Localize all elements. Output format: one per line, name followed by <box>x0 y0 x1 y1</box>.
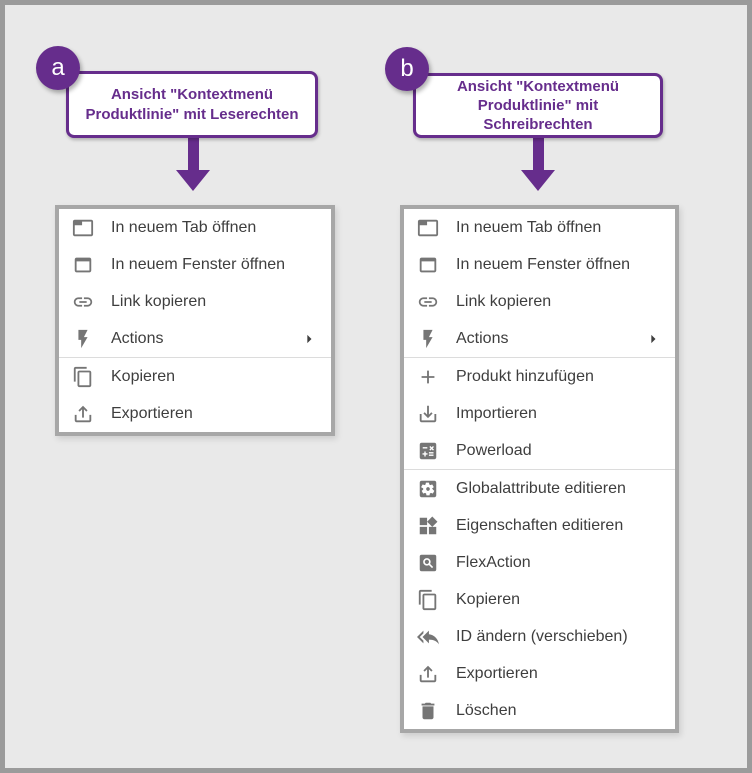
search-box-icon <box>417 552 439 574</box>
menu-item-label: Exportieren <box>456 664 538 682</box>
move-icon <box>417 626 439 648</box>
menu-item-label: Löschen <box>456 701 517 719</box>
menu-item-in-neuem-tab-ffnen[interactable]: In neuem Tab öffnen <box>59 209 331 246</box>
context-menu-write-permissions: In neuem Tab öffnen In neuem Fenster öff… <box>400 205 679 733</box>
menu-divider <box>404 469 675 470</box>
export-icon <box>72 403 94 425</box>
menu-item-exportieren[interactable]: Exportieren <box>404 655 675 692</box>
menu-item-id-ndern-verschieben[interactable]: ID ändern (verschieben) <box>404 618 675 655</box>
menu-item-label: Importieren <box>456 404 537 422</box>
menu-item-in-neuem-fenster-ffnen[interactable]: In neuem Fenster öffnen <box>404 246 675 283</box>
menu-item-actions[interactable]: Actions <box>59 320 331 357</box>
tab-icon <box>417 217 439 239</box>
callout-a-line-2: Produktlinie" mit Leserechten <box>85 105 299 123</box>
settings-icon <box>417 478 439 500</box>
menu-item-in-neuem-fenster-ffnen[interactable]: In neuem Fenster öffnen <box>59 246 331 283</box>
menu-divider <box>59 357 331 358</box>
callout-b-line-1: Ansicht "Kontextmenü <box>456 78 620 95</box>
copy-icon <box>417 589 439 611</box>
menu-item-l-schen[interactable]: Löschen <box>404 692 675 729</box>
callout-b-badge: b <box>385 47 429 91</box>
callout-a-box: Ansicht "Kontextmenü Produktlinie" mit L… <box>66 71 318 138</box>
menu-item-label: Produkt hinzufügen <box>456 367 594 385</box>
menu-item-label: In neuem Fenster öffnen <box>111 255 286 273</box>
callout-a-arrow-head <box>176 170 210 191</box>
menu-item-globalattribute-editieren[interactable]: Globalattribute editieren <box>404 470 675 507</box>
callout-b-box: Ansicht "Kontextmenü Produktlinie" mit S… <box>413 73 663 138</box>
callout-b-arrow-shaft <box>533 137 544 171</box>
menu-item-label: FlexAction <box>456 553 531 571</box>
menu-item-kopieren[interactable]: Kopieren <box>404 581 675 618</box>
menu-item-label: Exportieren <box>111 404 193 422</box>
submenu-arrow-icon <box>643 329 663 349</box>
menu-item-label: Link kopieren <box>456 292 552 310</box>
callout-b-line-2: Produktlinie" mit <box>477 97 599 114</box>
menu-item-label: Actions <box>456 329 509 347</box>
link-icon <box>417 291 439 313</box>
plus-icon <box>417 366 439 388</box>
menu-item-label: Kopieren <box>456 590 521 608</box>
menu-item-actions[interactable]: Actions <box>404 320 675 357</box>
menu-item-eigenschaften-editieren[interactable]: Eigenschaften editieren <box>404 507 675 544</box>
menu-item-label: Kopieren <box>111 367 176 385</box>
menu-item-link-kopieren[interactable]: Link kopieren <box>404 283 675 320</box>
widgets-icon <box>417 515 439 537</box>
import-icon <box>417 403 439 425</box>
menu-item-label: In neuem Fenster öffnen <box>456 255 631 273</box>
context-menu-read-permissions: In neuem Tab öffnen In neuem Fenster öff… <box>55 205 335 436</box>
callout-a-line-1: Ansicht "Kontextmenü <box>110 85 274 103</box>
callout-b-arrow-head <box>521 170 555 191</box>
menu-item-link-kopieren[interactable]: Link kopieren <box>59 283 331 320</box>
menu-item-label: Actions <box>111 329 164 347</box>
menu-item-kopieren[interactable]: Kopieren <box>59 358 331 395</box>
tab-icon <box>72 217 94 239</box>
copy-icon <box>72 366 94 388</box>
export-icon <box>417 663 439 685</box>
menu-divider <box>404 357 675 358</box>
menu-item-label: Powerload <box>456 441 532 459</box>
window-icon <box>72 254 94 276</box>
flash-icon <box>72 328 94 350</box>
menu-item-flexaction[interactable]: FlexAction <box>404 544 675 581</box>
flash-icon <box>417 328 439 350</box>
menu-item-label: Globalattribute editieren <box>456 479 626 497</box>
menu-item-produkt-hinzuf-gen[interactable]: Produkt hinzufügen <box>404 358 675 395</box>
trash-icon <box>417 700 439 722</box>
link-icon <box>72 291 94 313</box>
callout-a-arrow-shaft <box>188 137 199 171</box>
menu-item-importieren[interactable]: Importieren <box>404 395 675 432</box>
menu-item-label: Link kopieren <box>111 292 207 310</box>
menu-item-powerload[interactable]: Powerload <box>404 432 675 469</box>
calculator-icon <box>417 440 439 462</box>
menu-item-label: In neuem Tab öffnen <box>111 218 257 236</box>
menu-item-label: ID ändern (verschieben) <box>456 627 628 645</box>
menu-item-exportieren[interactable]: Exportieren <box>59 395 331 432</box>
menu-item-label: Eigenschaften editieren <box>456 516 624 534</box>
submenu-arrow-icon <box>299 329 319 349</box>
menu-item-in-neuem-tab-ffnen[interactable]: In neuem Tab öffnen <box>404 209 675 246</box>
callout-b-line-3: Schreibrechten <box>483 116 593 133</box>
window-icon <box>417 254 439 276</box>
callout-a-badge: a <box>36 46 80 90</box>
menu-item-label: In neuem Tab öffnen <box>456 218 602 236</box>
